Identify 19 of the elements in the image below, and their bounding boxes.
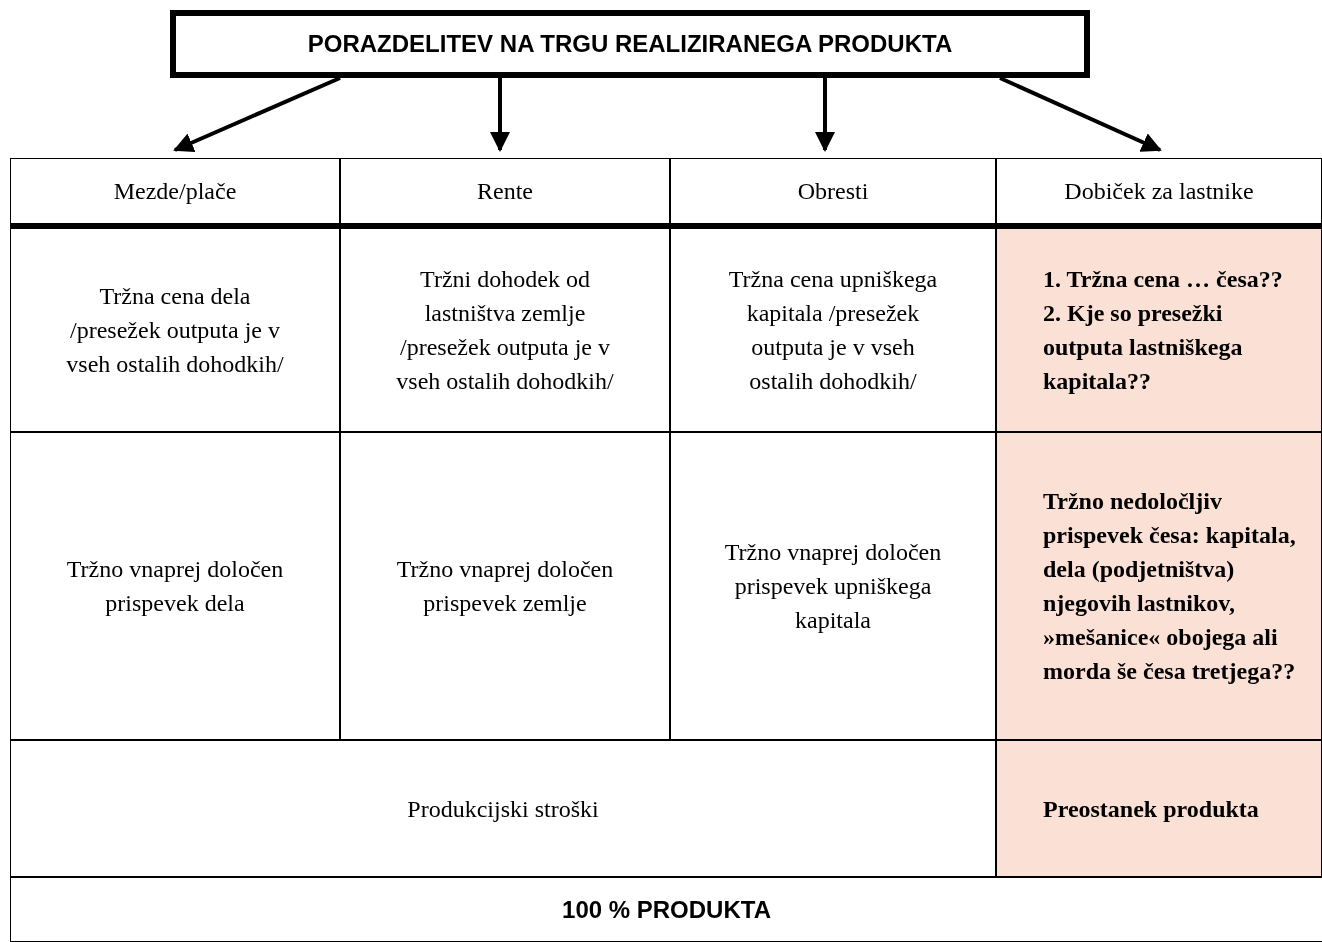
column-header: Obresti [670,158,996,228]
table-cell: Preostanek produkta [996,740,1322,877]
arrow [490,78,510,152]
table-cell: Tržno vnaprej določen prispevek zemlje [340,432,670,740]
column-header: Mezde/plače [10,158,340,228]
table-cell: Tržna cena upniškega kapitala /presežek outputa je v vseh ostalih dohodkih/ [670,228,996,432]
table-cell: Tržno vnaprej določen prispevek dela [10,432,340,740]
table-cell: Produkcijski stroški [10,740,996,877]
table-cell: Tržna cena dela /presežek outputa je v vseh ostalih dohodkih/ [10,228,340,432]
table-footer: 100 % PRODUKTA [10,877,1322,942]
table-cell: 1. Tržna cena … česa?? 2. Kje so presežki outputa lastniškega kapitala?? [996,228,1322,432]
table-cell: Tržno vnaprej določen prispevek upniškega kapitala [670,432,996,740]
title-box: PORAZDELITEV NA TRGU REALIZIRANEGA PRODUKTA [170,10,1090,78]
column-header: Rente [340,158,670,228]
arrow [999,76,1162,152]
arrow [173,76,341,152]
arrow [815,78,835,152]
table-cell: Tržno nedoločljiv prispevek česa: kapitala, dela (podjetništva) njegovih lastnikov, »mešanice« obojega ali morda še česa tretjega?? [996,432,1322,740]
table-cell: Tržni dohodek od lastništva zemlje /presežek outputa je v vseh ostalih dohodkih/ [340,228,670,432]
